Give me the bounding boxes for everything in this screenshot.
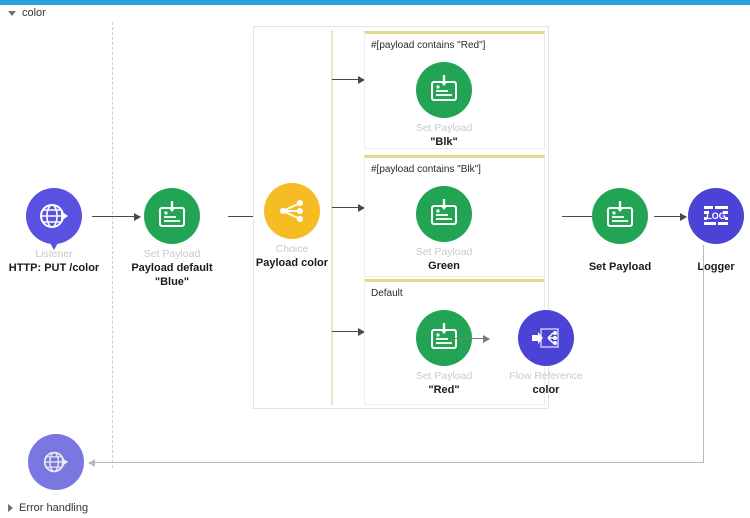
window-accent-bar [0, 0, 750, 5]
node-error-handler[interactable] [1, 434, 111, 490]
route-body: Set Payload "Red" [365, 300, 583, 404]
arrow-setpayload-to-flowref [453, 334, 490, 343]
choice-scope-spine [331, 30, 333, 405]
error-handling-header[interactable]: Error handling [8, 500, 88, 516]
return-path-vertical [703, 245, 704, 462]
flow-collapse-triangle-icon[interactable] [8, 10, 16, 16]
set-payload-icon [428, 74, 460, 106]
node-flow-reference-color[interactable]: Flow Reference color [491, 310, 601, 397]
set-payload-icon [428, 198, 460, 230]
node-set-payload-default[interactable]: Set Payload Payload default "Blue" [117, 188, 227, 289]
node-type-label: Listener [35, 248, 73, 260]
node-name-label: Logger [697, 261, 735, 273]
node-http-listener[interactable]: Listener HTTP: PUT /color [0, 188, 109, 275]
node-name-label: Green [428, 260, 460, 272]
http-listener-icon [40, 446, 72, 478]
node-name-label: HTTP: PUT /color [8, 262, 100, 274]
node-type-label: Set Payload [415, 370, 473, 382]
set-payload-icon [156, 200, 188, 232]
arrow-setpayload-to-logger [654, 212, 687, 221]
route-2[interactable]: #[payload contains "Blk"] [364, 155, 545, 277]
source-divider [112, 22, 113, 468]
set-payload-circle[interactable] [416, 186, 472, 242]
route-1[interactable]: #[payload contains "Red"] [364, 31, 545, 149]
route-body: Set Payload Green [365, 176, 544, 280]
route-condition-label: Default [371, 288, 403, 299]
error-handler-circle[interactable] [28, 434, 84, 490]
set-payload-icon [604, 200, 636, 232]
route-condition-label: #[payload contains "Red"] [371, 40, 486, 51]
node-value-label: "Blue" [154, 276, 190, 288]
node-name-label: Set Payload [588, 261, 652, 273]
flow-reference-icon [530, 322, 562, 354]
error-handling-label: Error handling [19, 502, 89, 514]
node-name-label: color [532, 384, 560, 396]
node-name-label: Payload default [131, 262, 213, 274]
node-type-label: Set Payload [415, 246, 473, 258]
node-name-label: Payload color [255, 257, 329, 269]
node-set-payload-green[interactable]: Set Payload Green [389, 186, 499, 273]
node-choice[interactable]: Choice Payload color [237, 183, 347, 270]
node-logger[interactable]: LOG Logger [661, 188, 750, 274]
return-path-horizontal [88, 458, 704, 467]
flow-name-label: color [22, 7, 46, 19]
set-payload-circle[interactable] [144, 188, 200, 244]
http-listener-icon [37, 199, 71, 233]
error-handling-expand-triangle-icon[interactable] [8, 504, 13, 512]
logger-circle[interactable]: LOG [688, 188, 744, 244]
set-payload-icon [428, 322, 460, 354]
node-type-label: Choice [275, 243, 309, 255]
branch-stub-route-1 [332, 75, 365, 84]
node-set-payload-blk[interactable]: Set Payload "Blk" [389, 62, 499, 149]
arrow-listener-to-setpayload [92, 212, 141, 221]
node-set-payload-red[interactable]: Set Payload "Red" [389, 310, 499, 397]
node-name-label: "Blk" [430, 136, 458, 148]
listener-tail-pointer [49, 241, 59, 250]
branch-stub-route-3 [332, 327, 365, 336]
node-type-label: Flow Reference [509, 370, 583, 382]
flow-header[interactable]: color [8, 5, 46, 21]
route-3[interactable]: Default Set Payload [364, 279, 583, 405]
node-type-label: Set Payload [143, 248, 201, 260]
logger-icon: LOG [700, 200, 732, 232]
flow-reference-circle[interactable] [518, 310, 574, 366]
branch-stub-route-2 [332, 203, 365, 212]
route-body: Set Payload "Blk" [365, 52, 544, 156]
set-payload-circle[interactable] [416, 62, 472, 118]
node-type-label: Set Payload [415, 122, 473, 134]
route-condition-label: #[payload contains "Blk"] [371, 164, 481, 175]
set-payload-circle[interactable] [592, 188, 648, 244]
choice-icon [276, 195, 308, 227]
node-name-label: "Red" [428, 384, 460, 396]
choice-circle[interactable] [264, 183, 320, 239]
node-set-payload-out[interactable]: Set Payload [565, 188, 675, 274]
http-listener-circle[interactable] [26, 188, 82, 250]
svg-text:LOG: LOG [706, 211, 726, 221]
